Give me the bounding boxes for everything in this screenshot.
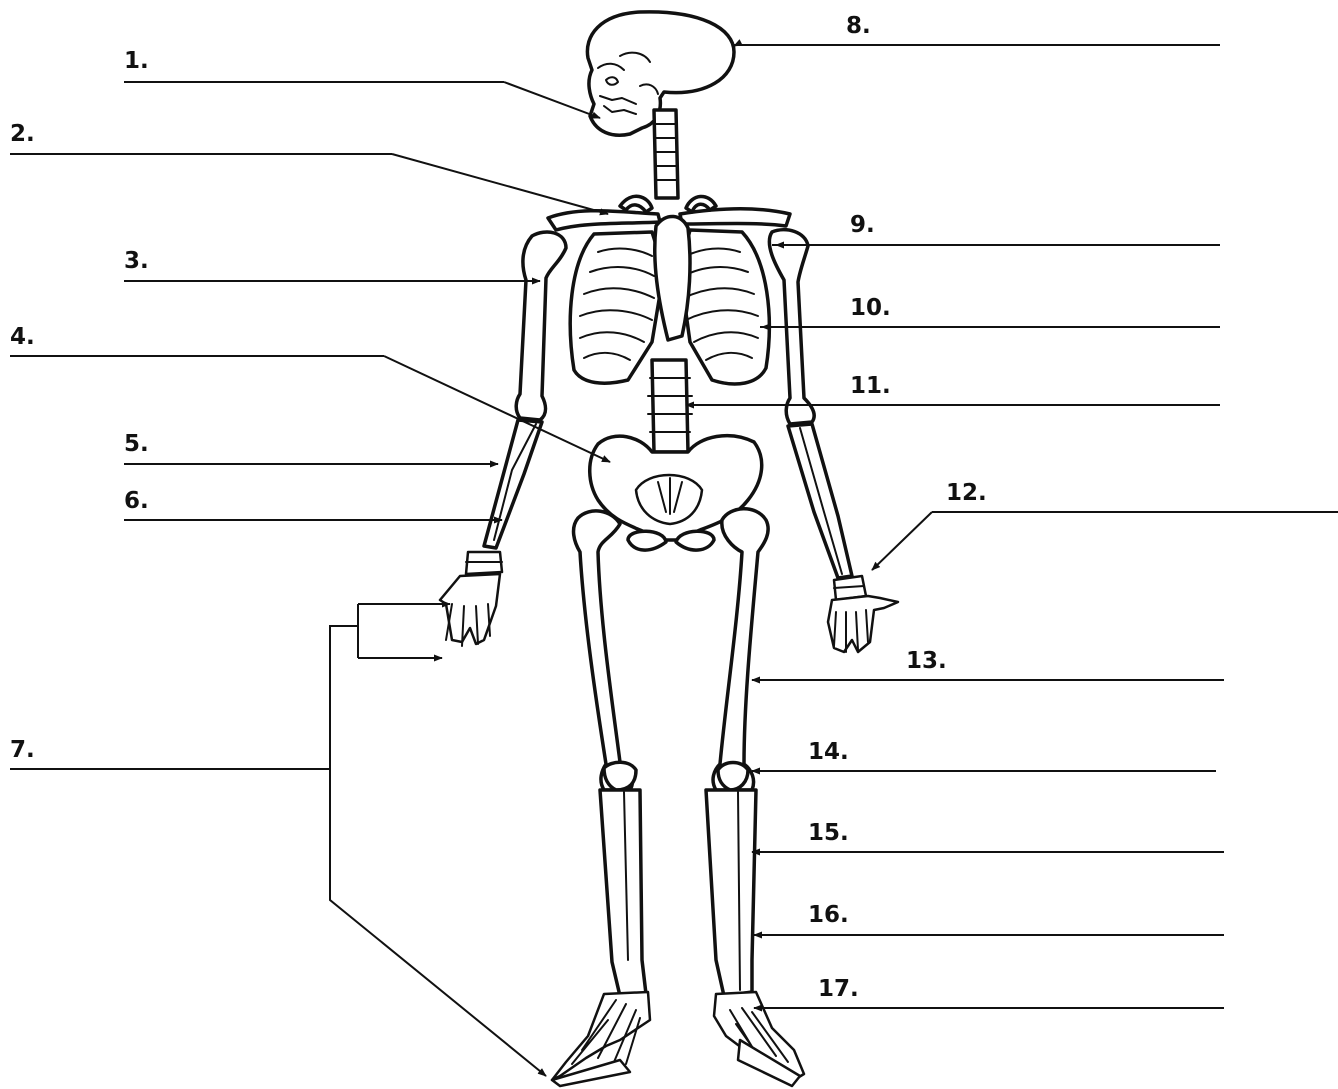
cervical-vertebrae — [654, 110, 678, 198]
label-17: 17. — [818, 976, 859, 1002]
label-9: 9. — [850, 212, 875, 238]
label-3: 3. — [124, 248, 149, 274]
label-15: 15. — [808, 820, 849, 846]
label-13: 13. — [906, 648, 947, 674]
left-arm — [440, 232, 566, 646]
label-10: 10. — [850, 295, 891, 321]
label-16: 16. — [808, 902, 849, 928]
label-1: 1. — [124, 48, 149, 74]
left-leg — [552, 511, 650, 1086]
label-2: 2. — [10, 121, 35, 147]
label-8: 8. — [846, 13, 871, 39]
label-4: 4. — [10, 324, 35, 350]
lumbar-vertebrae — [648, 360, 692, 452]
leader-arrow-12 — [872, 512, 932, 570]
label-11: 11. — [850, 373, 891, 399]
leader-arrow-8 — [734, 45, 736, 46]
leader-arrow-1 — [504, 82, 600, 118]
leader-arrow-7-bracket — [330, 626, 358, 769]
label-7: 7. — [10, 737, 35, 763]
label-12: 12. — [946, 480, 987, 506]
label-14: 14. — [808, 739, 849, 765]
right-arm — [769, 230, 898, 652]
label-5: 5. — [124, 431, 149, 457]
label-6: 6. — [124, 488, 149, 514]
right-leg — [706, 509, 804, 1086]
leader-arrow-7-foot — [330, 769, 546, 1076]
leader-arrow-2 — [392, 154, 608, 214]
